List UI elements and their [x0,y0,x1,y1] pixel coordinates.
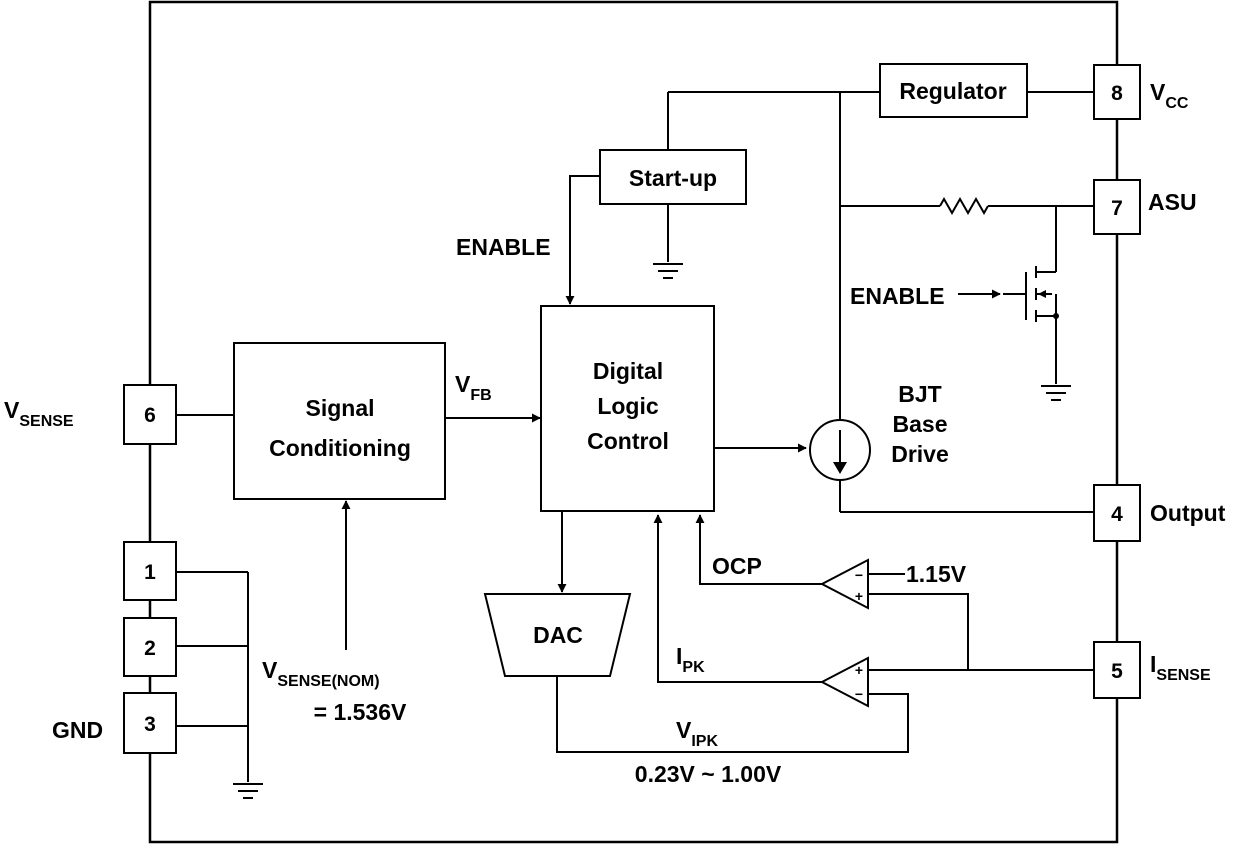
pin-5-label: ISENSE [1150,651,1211,684]
dac-label: DAC [533,622,583,648]
svg-text:4: 4 [1111,503,1123,526]
digital-logic-line-2: Logic [597,393,659,419]
signal-conditioning-block: Signal Conditioning [233,342,446,500]
svg-text:5: 5 [1111,660,1123,683]
pin-7-label: ASU [1148,189,1197,215]
bjt-label-3: Drive [891,441,949,467]
pin-3: 3 GND [52,692,177,754]
pin-7: 7 ASU [1093,179,1197,235]
pin-6: 6 VSENSE [4,384,177,445]
pin-2: 2 [123,617,177,677]
bjt-label-2: Base [893,411,948,437]
svg-text:2: 2 [144,637,156,660]
ocp-label: OCP [712,553,762,579]
bjt-label-1: BJT [898,381,941,407]
svg-text:1: 1 [144,561,156,584]
ground-symbol [233,783,263,799]
svg-text:−: − [855,567,863,583]
signal-conditioning-line-1: Signal [305,395,374,421]
svg-text:+: + [855,662,863,678]
ocp-comparator: − + [819,558,869,610]
pin-6-label: VSENSE [4,397,74,430]
svg-text:−: − [855,686,863,702]
digital-logic-control-block: Digital Logic Control [540,305,715,512]
digital-logic-line-3: Control [587,428,669,454]
vfb-label: VFB [455,371,492,404]
ipk-label: IPK [676,643,705,676]
wires [176,91,1094,782]
svg-text:7: 7 [1111,197,1123,220]
svg-text:6: 6 [144,404,156,427]
regulator-label: Regulator [899,78,1006,104]
digital-logic-line-1: Digital [593,358,663,384]
pin-4: 4 Output [1093,484,1226,542]
pin-8: 8 VCC [1093,64,1189,120]
startup-block: Start-up [599,149,747,205]
vsense-nom-value: = 1.536V [314,699,407,725]
enable-fet-label: ENABLE [850,283,945,309]
startup-label: Start-up [629,165,717,191]
svg-text:+: + [855,588,863,604]
bjt-base-drive: BJT Base Drive [809,381,949,481]
ipk-comparator: + − [819,656,869,708]
ground-symbol [653,263,683,279]
ref-1v15-label: 1.15V [906,561,967,587]
vipk-range-label: 0.23V ~ 1.00V [635,761,782,787]
signal-conditioning-line-2: Conditioning [269,435,411,461]
pin-4-label: Output [1150,500,1226,526]
vipk-label: VIPK [676,717,718,750]
pin-5: 5 ISENSE [1093,641,1211,699]
pin-8-label: VCC [1150,79,1189,112]
svg-text:8: 8 [1111,82,1123,105]
ground-symbol [1041,385,1071,401]
vsense-nom-label: VSENSE(NOM) [262,657,380,690]
enable-logic-label: ENABLE [456,234,551,260]
dac-block: DAC [483,593,632,677]
svg-text:3: 3 [144,713,156,736]
pin-3-label: GND [52,717,103,743]
regulator-block: Regulator [879,63,1028,118]
pin-1: 1 [123,541,177,601]
